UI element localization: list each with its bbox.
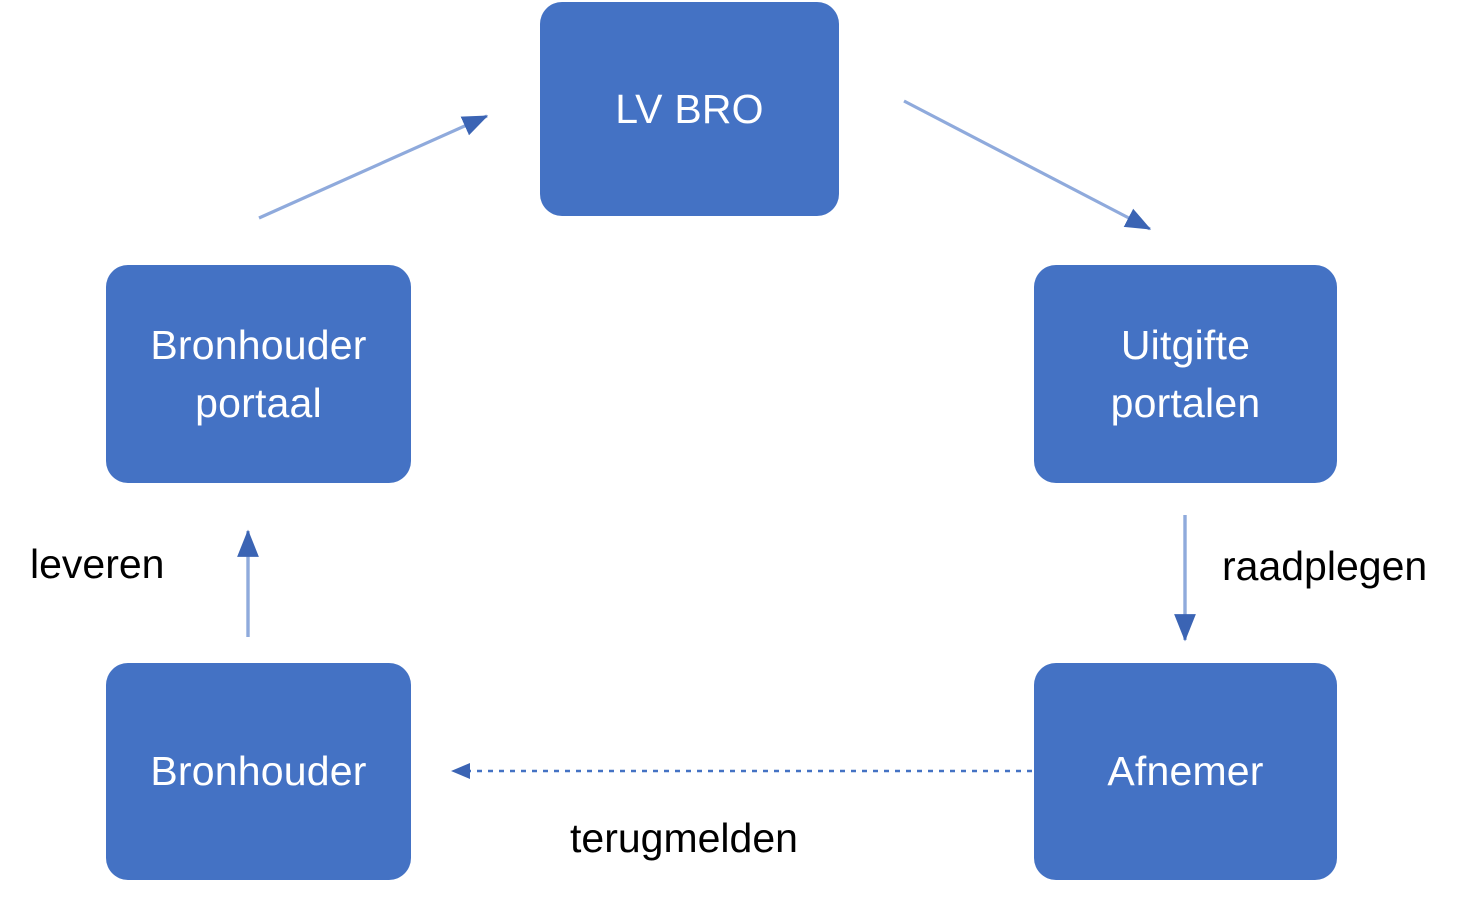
node-bronhouder-portaal[interactable]: Bronhouder portaal — [106, 265, 411, 483]
edge-label-leveren: leveren — [30, 541, 165, 587]
edge-lv-bro-to-uitgifte-portalen — [903, 99, 1152, 231]
node-uitgifte-portalen[interactable]: Uitgifte portalen — [1034, 265, 1337, 483]
edge-label-terugmelden: terugmelden — [570, 815, 798, 861]
edge-label-raadplegen: raadplegen — [1222, 543, 1428, 589]
edge-bronhouder-portaal-to-lv-bro — [258, 114, 489, 220]
node-bronhouder[interactable]: Bronhouder — [106, 663, 411, 880]
node-afnemer[interactable]: Afnemer — [1034, 663, 1337, 880]
node-lv-bro[interactable]: LV BRO — [540, 2, 839, 216]
